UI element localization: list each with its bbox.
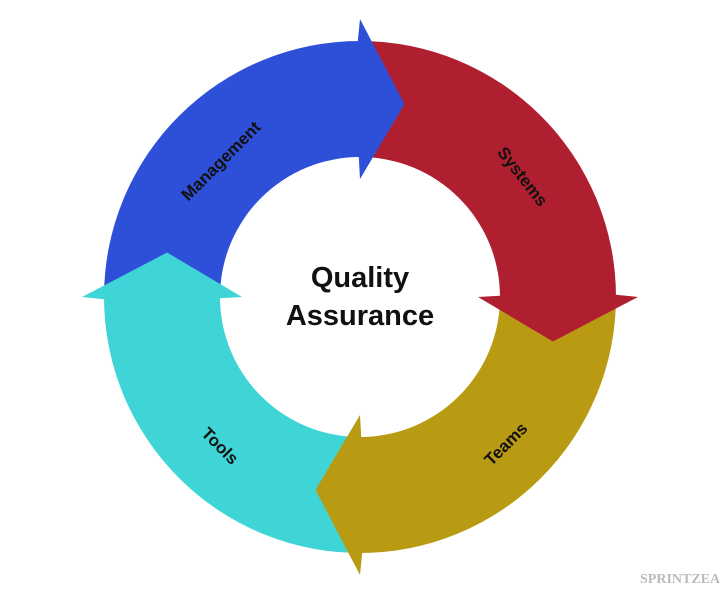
arrowhead-systems <box>478 294 638 342</box>
watermark: SPRINTZEAL <box>640 572 720 587</box>
center-title-line1: Quality <box>311 262 409 294</box>
segment-arc-teams <box>360 297 616 553</box>
segment-arc-tools <box>104 297 360 553</box>
arrowhead-teams <box>315 415 363 575</box>
arrowhead-tools <box>82 252 242 300</box>
arrowhead-management <box>357 19 405 179</box>
segment-arc-management <box>104 41 360 297</box>
center-title-line2: Assurance <box>286 300 434 332</box>
segment-arc-systems <box>360 41 616 297</box>
